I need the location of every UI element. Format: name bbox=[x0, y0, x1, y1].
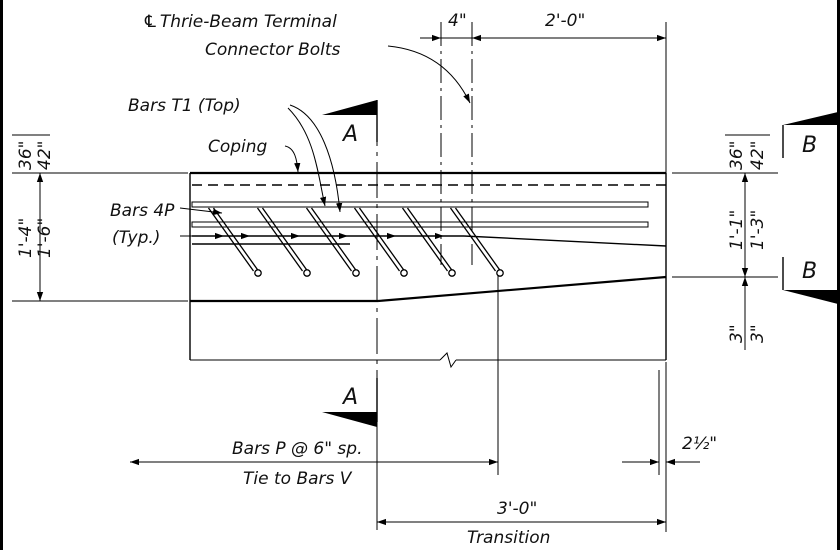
bar-p-edge bbox=[310, 207, 358, 272]
bar-p-edge bbox=[406, 207, 454, 272]
bar-p-edge bbox=[207, 207, 255, 272]
bar-p-end bbox=[400, 269, 408, 277]
bars-t1-text: Bars T1 (Top) bbox=[128, 96, 241, 116]
bars-p-text: Bars P @ 6" sp. bbox=[232, 439, 362, 459]
section-marker-a-top: A bbox=[322, 100, 378, 147]
bar-p-edge bbox=[449, 207, 497, 272]
bar-p-end bbox=[254, 269, 262, 277]
left-42-label: 42" bbox=[35, 141, 55, 170]
right-42-label: 42" bbox=[748, 141, 768, 170]
section-marker-a-bottom: A bbox=[322, 378, 378, 427]
section-b-bottom-label: B bbox=[802, 259, 817, 284]
bars-t1-top bbox=[191, 201, 649, 228]
section-b-top-label: B bbox=[802, 133, 817, 158]
right-1-3-label: 1'-3" bbox=[748, 210, 768, 250]
dim-4in-label: 4" bbox=[448, 11, 467, 31]
centerline-icon: ℄ bbox=[144, 12, 156, 32]
left-dimensions: 36" 42" 1'-4" 1'-6" bbox=[12, 134, 188, 302]
dim-2half-label: 2½" bbox=[682, 434, 717, 454]
bar-p-end bbox=[303, 269, 311, 277]
section-marker-b-bottom: B bbox=[782, 257, 838, 304]
bar-p-end bbox=[352, 269, 360, 277]
bars-4p-label: Bars 4P (Typ.) bbox=[110, 201, 444, 248]
transition-dimension: 3'-0" Transition bbox=[377, 362, 667, 548]
bar-p-end bbox=[448, 269, 456, 277]
right-3b-label: 3" bbox=[748, 324, 768, 343]
section-a-bottom-label: A bbox=[341, 385, 358, 410]
right-dimensions: 36" 42" 1'-1" 1'-3" 3" 3" bbox=[672, 134, 778, 350]
section-marker-b-top: B bbox=[782, 112, 838, 158]
right-3a-label: 3" bbox=[727, 324, 747, 343]
left-1-4-label: 1'-4" bbox=[16, 218, 36, 258]
typ-text: (Typ.) bbox=[112, 228, 160, 248]
section-a-top-label: A bbox=[341, 122, 358, 147]
dim-4in: 4" bbox=[420, 11, 472, 42]
left-36-label: 36" bbox=[16, 141, 36, 170]
thrie-beam-label: ℄Thrie-Beam Terminal Connector Bolts bbox=[144, 12, 471, 104]
bars-p-diagonal bbox=[207, 207, 504, 277]
thrie-beam-text: Thrie-Beam Terminal bbox=[160, 12, 337, 32]
bars-p-dimension: Bars P @ 6" sp. Tie to Bars V bbox=[130, 275, 499, 489]
coping-text: Coping bbox=[208, 137, 268, 157]
bar-p-edge bbox=[212, 207, 260, 272]
coping-label: Coping bbox=[208, 137, 301, 173]
bolt-centerlines bbox=[440, 22, 473, 265]
bar-p-edge bbox=[256, 207, 304, 272]
dim-2ft-label: 2'-0" bbox=[545, 11, 585, 31]
dim-2ft: 2'-0" bbox=[472, 11, 667, 173]
right-1-1-label: 1'-1" bbox=[727, 210, 747, 250]
svg-text:℄Thrie-Beam Terminal: ℄Thrie-Beam Terminal bbox=[144, 12, 337, 32]
bars-t1-label: Bars T1 (Top) bbox=[128, 96, 343, 213]
bars-4p-text: Bars 4P bbox=[110, 201, 175, 221]
bar-p-edge bbox=[305, 207, 353, 272]
dim-3ft-label: 3'-0" bbox=[497, 499, 537, 519]
connector-bolts-text: Connector Bolts bbox=[205, 40, 341, 60]
dim-2half: 2½" bbox=[622, 370, 717, 475]
left-1-6-label: 1'-6" bbox=[35, 218, 55, 258]
bar-p-end bbox=[496, 269, 504, 277]
bar-p-edge bbox=[401, 207, 449, 272]
tie-to-bars-v-text: Tie to Bars V bbox=[243, 469, 353, 489]
bar-p-edge bbox=[454, 207, 502, 272]
bar-p-edge bbox=[358, 207, 406, 272]
transition-text: Transition bbox=[467, 528, 550, 548]
barrier-outline bbox=[189, 171, 667, 369]
right-36-label: 36" bbox=[727, 141, 747, 170]
bar-p-edge bbox=[261, 207, 309, 272]
